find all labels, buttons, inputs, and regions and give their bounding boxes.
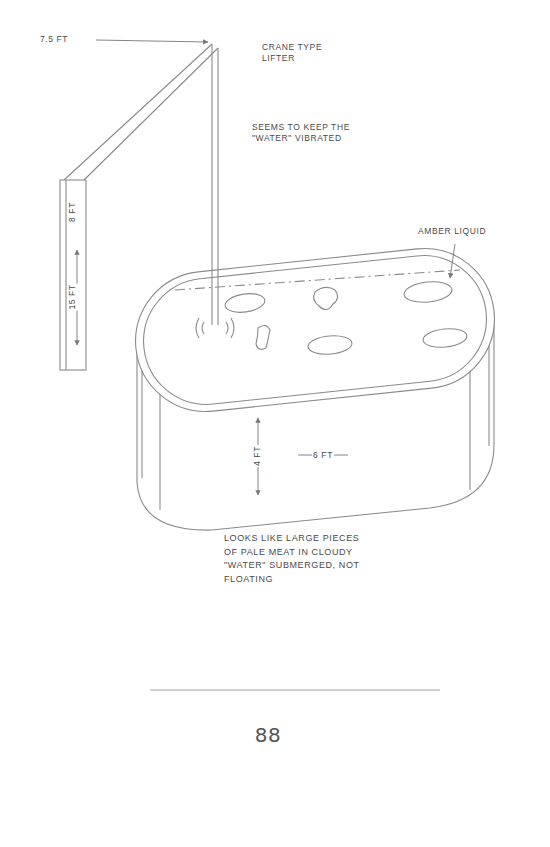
crane-post [60,180,86,370]
annotation-label: CRANE TYPE LIFTER [262,42,324,65]
vibration-marks [196,318,234,338]
tank-rim [129,242,502,419]
dimension-arrow [96,40,208,42]
leader-line [450,244,455,278]
annotation-label: 8 FT [67,202,78,222]
tank-leg [159,380,160,510]
meat-piece [256,325,270,349]
meat-piece [307,334,352,356]
meat-piece [403,280,453,305]
dimension-line [334,455,348,456]
page-rule [150,690,440,691]
crane-beam [64,44,218,180]
dimension-line [298,455,312,456]
annotation-label: 7.5 FT [40,34,68,45]
annotation-label: 6 FT [313,450,333,461]
annotation-label: 15 FT [67,283,78,310]
meat-piece [224,291,266,314]
annotation-label: 4 FT [252,445,263,467]
annotation-label: SEEMS TO KEEP THE "WATER" VIBRATED [252,122,357,145]
annotation-label: AMBER LIQUID [418,226,486,237]
meat-piece [422,327,468,350]
caption-note: LOOKS LIKE LARGE PIECES OF PALE MEAT IN … [224,532,374,586]
crane-post-edge [65,180,66,370]
page-number: 88 [255,722,282,749]
tank-rim-inner [137,249,492,410]
meat-piece [314,287,338,309]
crane-pole [212,44,218,325]
